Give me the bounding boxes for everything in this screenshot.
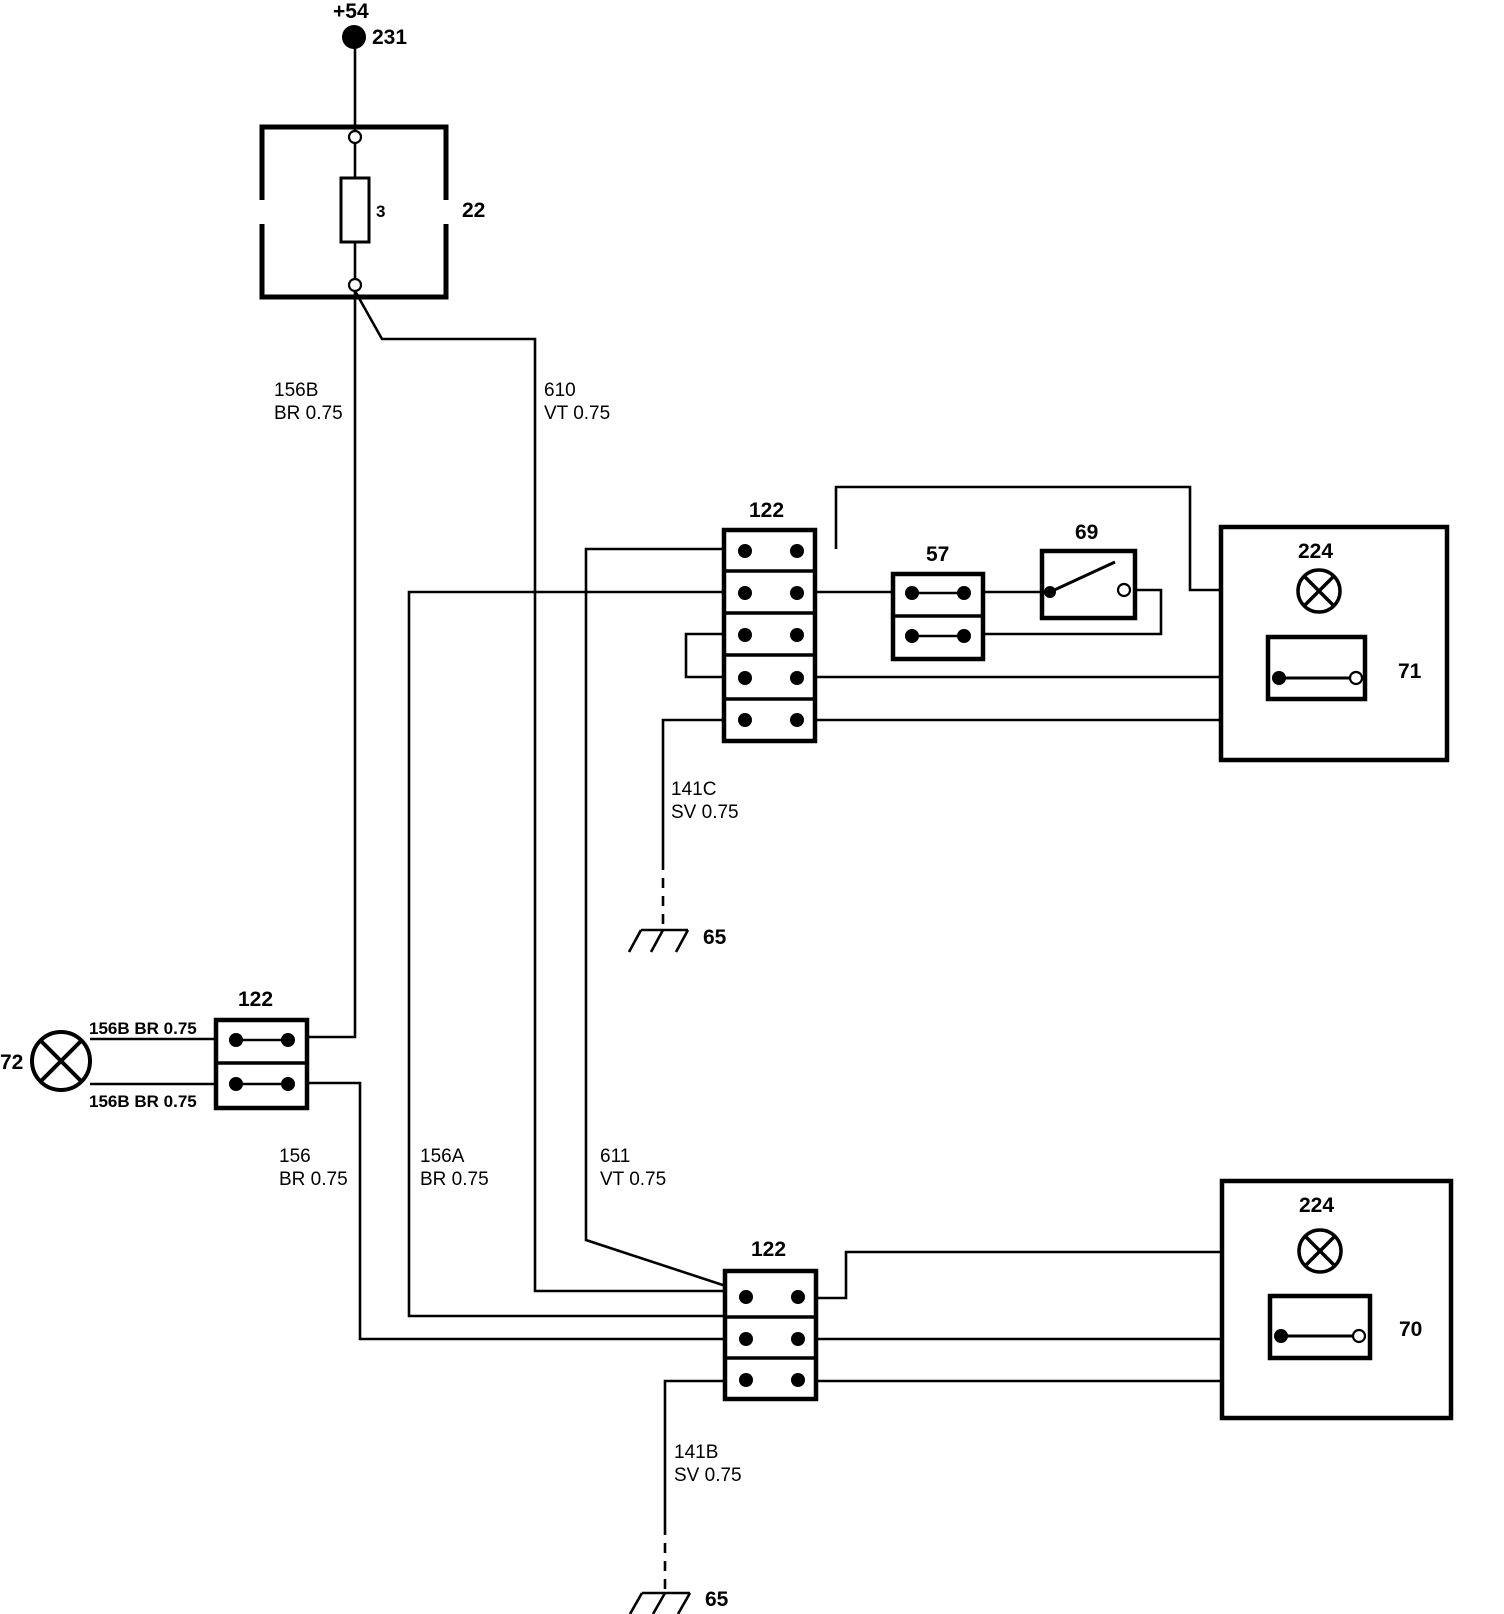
switch-69: 69 [1039,521,1138,621]
battery-voltage-label: +54 [333,0,369,23]
wire-switch-return [985,588,1163,636]
ground-hatch [627,929,690,953]
wire-156B-a-label: 156B BR 0.75 [89,1019,197,1038]
connector-lower-dividers [725,1315,816,1360]
wire-156B-spec: BR 0.75 [274,403,343,424]
fuse-number-label: 3 [376,202,385,221]
wire-156A [407,590,741,1318]
module-70: 224 70 [1219,1178,1454,1421]
module-71-label: 71 [1398,660,1422,683]
lamp-72: 72 [0,1030,92,1092]
lamp-72-label: 72 [0,1051,23,1074]
wire-610 [353,290,741,1293]
module-70-label: 70 [1399,1318,1422,1341]
wire-upper-loop [684,632,740,679]
switch-69-label: 69 [1075,521,1098,544]
wire-610-code: 610 [544,380,576,401]
lamp-upper-label: 224 [1298,540,1333,563]
connector-57: 57 [890,543,986,662]
ground-65-upper: 65 [627,926,727,953]
fuse-3 [339,176,371,244]
fuse-terminal-bottom [347,277,363,293]
connector-lower-label: 122 [751,1238,786,1261]
ground-hatch [628,1592,692,1614]
connector-57-label: 57 [926,543,949,566]
wire-141C-code: 141C [671,779,716,800]
wire-611-spec: VT 0.75 [600,1169,666,1190]
lamp-224-upper-icon [1296,568,1342,614]
connector-left-label: 122 [238,988,273,1011]
wire-141B-code: 141B [674,1442,718,1463]
connector-122-lower: 122 [722,1238,819,1402]
wire-141C [661,718,740,860]
wire-lower-to-lamp [798,1250,1299,1300]
connector-upper-label: 122 [749,499,784,522]
wire-611 [584,547,742,1293]
module-71-unit [1265,634,1368,702]
connector-left-bridges [236,1038,288,1086]
connector-upper-dividers [724,569,815,701]
wire-156-code: 156 [279,1146,311,1167]
fusebox-ref-label: 22 [462,199,485,222]
fuse-terminal-top [347,129,363,145]
ground-65-lower: 65 [628,1588,729,1614]
battery-terminal: +54 231 [333,0,407,49]
lamp-224-lower-icon [1297,1228,1343,1274]
ground-label-lower: 65 [705,1588,729,1611]
switch-69-lever [1049,560,1116,594]
switch-69-body [1039,548,1138,621]
lamp-72-icon [30,1030,92,1092]
wire-141C-spec: SV 0.75 [671,802,739,823]
module-70-unit [1267,1293,1373,1361]
wire-156B-b-label: 156B BR 0.75 [89,1092,197,1111]
wire-156-spec: BR 0.75 [279,1169,348,1190]
module-71: 224 71 [1218,524,1450,763]
wire-611-code: 611 [600,1146,630,1167]
connector-122-left: 122 [213,988,310,1111]
wire-156 [307,1081,741,1341]
battery-ref-label: 231 [372,26,407,49]
wire-610-spec: VT 0.75 [544,403,610,424]
wire-156B-main [306,291,357,1039]
wire-156A-code: 156A [420,1146,465,1167]
wire-156B-code: 156B [274,380,318,401]
connector-upper-pins [738,544,804,727]
connector-57-bridges [912,591,964,638]
fusebox-22: 3 22 [259,124,485,300]
wire-141B [663,1379,741,1525]
fusebox-outline-top [259,124,449,200]
wire-141B-spec: SV 0.75 [674,1465,742,1486]
connector-122-upper: 122 [721,499,818,744]
ground-label-upper: 65 [703,926,727,949]
lamp-lower-label: 224 [1299,1194,1334,1217]
connector-lower-pins [739,1290,805,1387]
wire-156A-spec: BR 0.75 [420,1169,489,1190]
battery-terminal-dot [342,25,366,49]
